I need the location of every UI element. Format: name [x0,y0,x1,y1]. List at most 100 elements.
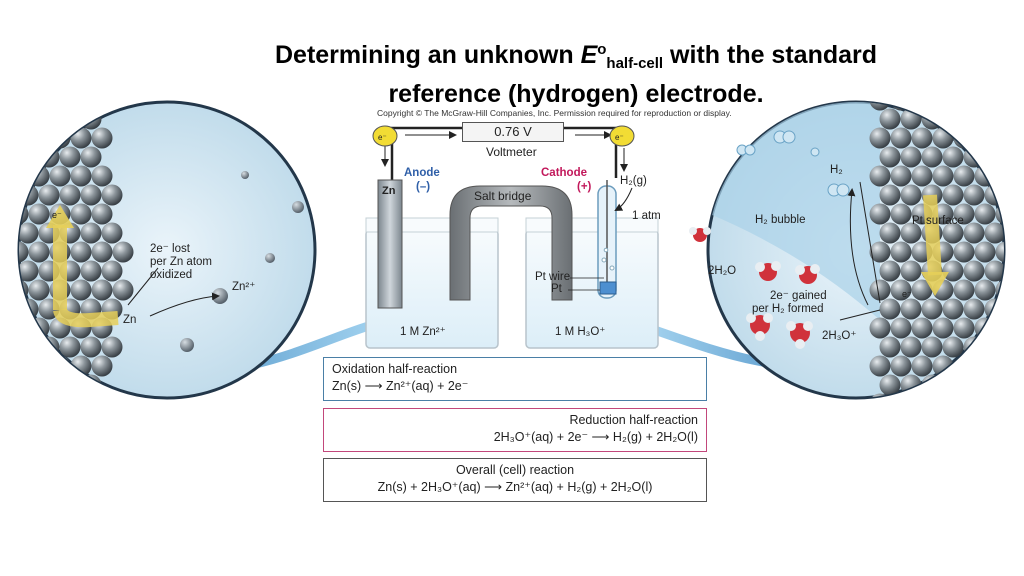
lattice-atom [963,108,985,130]
overall-box: Overall (cell) reaction Zn(s) + 2H₃O⁺(aq… [323,458,707,502]
lattice-atom [869,102,891,111]
zn-ion-label: Zn²⁺ [232,281,256,293]
copyright-notice: Copyright © The McGraw-Hill Companies, I… [377,108,732,118]
lattice-atom [19,260,39,282]
lattice-atom [19,374,39,396]
lattice-atom [911,165,933,187]
lattice-atom [28,165,50,187]
lattice-atom [49,102,71,111]
title-line1-pre: Determining an unknown [274,41,581,69]
lattice-atom [942,184,964,206]
lattice-atom [28,241,50,263]
lattice-atom [19,355,29,377]
lattice-atom [974,127,996,149]
h2-bubble-label: H₂ bubble [755,214,806,226]
lattice-atom [911,317,933,339]
lattice-atom [101,222,123,244]
oxidation-heading: Oxidation half-reaction [332,362,458,376]
lattice-atom [995,165,1004,187]
lattice-atom [91,165,113,187]
lattice-atom [953,102,975,111]
lattice-atom [869,165,891,187]
lattice-atom [932,165,954,187]
lattice-atom [869,355,891,377]
right-zoom-electron: e⁻ [902,289,912,299]
lattice-atom [974,355,996,377]
lattice-atom [984,374,1004,396]
title-superscript: o [597,41,607,58]
electrons-gained-label: 2e⁻ gained [770,290,827,302]
lattice-atom [890,127,912,149]
lattice-atom [70,102,92,111]
lattice-atom [890,102,912,111]
lattice-atom [70,393,92,398]
lattice-atom [974,203,996,225]
lattice-atom [879,336,901,358]
lattice-atom [953,165,975,187]
lattice-atom [984,108,1004,130]
lattice-atom [890,241,912,263]
lattice-atom [953,393,975,398]
lattice-atom [80,336,102,358]
per-h2-formed-label: per H₂ formed [752,303,824,315]
lattice-atom [900,184,922,206]
lattice-atom [890,165,912,187]
lattice-atom [19,241,29,263]
lattice-atom [963,298,985,320]
lattice-atom [879,374,901,396]
lattice-atom [28,127,50,149]
lattice-atom [890,355,912,377]
h2-label: H₂ [830,164,843,176]
lattice-atom [995,355,1004,377]
lattice-atom [900,298,922,320]
lattice-atom [932,355,954,377]
lattice-atom [38,374,60,396]
overall-equation: Zn(s) + 2H₃O⁺(aq) ⟶ Zn²⁺(aq) + H₂(g) + 2… [377,480,653,494]
water-label: 2H₂O [708,265,737,277]
anode-label: Anode [404,167,440,179]
lattice-atom [953,127,975,149]
lattice-atom [879,260,901,282]
overall-heading: Overall (cell) reaction [455,463,575,477]
lattice-atom [19,108,39,130]
lattice-atom [984,336,1004,358]
oxidation-equation: Zn(s) ⟶ Zn²⁺(aq) + 2e⁻ [332,379,469,393]
lattice-atom [91,241,113,263]
lattice-atom [869,127,891,149]
lattice-atom [59,336,81,358]
lattice-atom [91,393,113,398]
pt-label: Pt [551,283,562,295]
reduction-box: Reduction half-reaction 2H₃O⁺(aq) + 2e⁻ … [323,408,707,452]
lattice-atom [900,336,922,358]
lattice-atom [19,102,29,111]
lattice-atom [963,374,985,396]
lattice-atom [869,203,891,225]
lattice-atom [953,203,975,225]
oxidation-box: Oxidation half-reaction Zn(s) ⟶ Zn²⁺(aq)… [323,357,707,401]
lattice-atom [890,393,912,398]
lattice-atom [80,146,102,168]
lattice-atom [19,393,29,398]
per-zn-atom-label: per Zn atom [150,256,212,268]
lattice-atom [19,165,29,187]
hydrogen-gas-label: H₂(g) [620,175,647,187]
lattice-atom [112,241,134,263]
lattice-atom [879,222,901,244]
voltmeter-label: Voltmeter [486,145,537,159]
lattice-atom [932,317,954,339]
lattice-atom [59,184,81,206]
slide-title: Determining an unknown Eohalf-cell with … [196,34,956,110]
lattice-atom [984,260,1004,282]
lattice-atom [953,279,975,301]
lattice-atom [900,260,922,282]
lattice-atom [91,279,113,301]
pt-surface-label: Pt surface [912,215,964,227]
lattice-atom [38,184,60,206]
lattice-atom [995,127,1004,149]
cathode-zoom-circle [689,100,1006,400]
lattice-atom [28,355,50,377]
lattice-atom [974,241,996,263]
lattice-atom [890,203,912,225]
cathode-label: Cathode [541,167,587,179]
lattice-atom [995,317,1004,339]
